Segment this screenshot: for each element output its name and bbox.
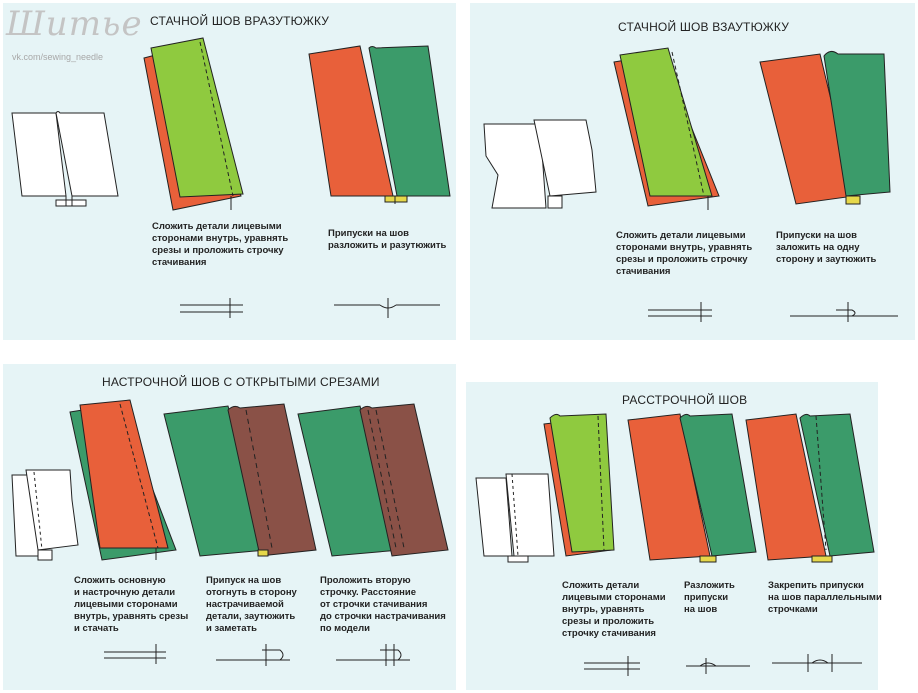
watermark-url: vk.com/sewing_needle: [12, 52, 104, 62]
watermark-logo: Шитье: [6, 4, 143, 44]
p2-section-2: [790, 302, 898, 322]
p4-step2-fabric: [627, 413, 757, 563]
p1-flat-sketch: [11, 111, 119, 207]
p2-step1-fabric: [613, 47, 720, 210]
p4-section-3: [772, 654, 862, 672]
panel2-step1-caption: Сложить детали лицевыми сторонами внутрь…: [616, 230, 753, 277]
p4-step3-fabric: [745, 413, 875, 563]
p1-section-1: [180, 298, 243, 318]
panel4-step1-caption: Сложить детали лицевыми сторонами внутрь…: [562, 580, 666, 639]
panel2-title: СТАЧНОЙ ШОВ ВЗАУТЮЖКУ: [618, 20, 790, 34]
panel3-step1-caption: Сложить основную и настрочную детали лиц…: [74, 575, 189, 634]
panel3-step2-caption: Припуск на шов отогнуть в сторону настра…: [206, 575, 297, 634]
p1-step2-fabric: [308, 45, 451, 204]
p4-step1-fabric: [543, 413, 615, 557]
panel3-title: НАСТРОЧНОЙ ШОВ С ОТКРЫТЫМИ СРЕЗАМИ: [102, 375, 380, 389]
p4-flat-sketch: [475, 473, 555, 563]
panel1-step2-caption: Припуски на шов разложить и разутюжить: [328, 228, 447, 251]
p3-section-2: [216, 644, 290, 666]
p3-step3-fabric: [297, 403, 449, 557]
p1-step1-fabric: [143, 37, 244, 211]
p3-step1-fabric: [69, 399, 177, 561]
p4-section-2: [686, 658, 750, 674]
panel1-title: СТАЧНОЙ ШОВ ВРАЗУТЮЖКУ: [150, 14, 330, 28]
panel1-step1-caption: Сложить детали лицевыми сторонами внутрь…: [152, 221, 289, 268]
p1-section-2: [334, 298, 440, 318]
p3-section-1: [104, 644, 166, 664]
p3-section-3: [336, 644, 410, 666]
panel3-step3-caption: Проложить вторую строчку. Расстояние от …: [320, 575, 446, 634]
panel4-title: РАССТРОЧНОЙ ШОВ: [622, 393, 748, 407]
p4-section-1: [584, 656, 640, 676]
panel2-step2-caption: Припуски на шов заложить на одну сторону…: [776, 230, 877, 265]
p3-step2-fabric: [163, 403, 317, 557]
p2-section-1: [648, 302, 712, 322]
p2-flat-sketch: [483, 119, 597, 209]
panel4-step3-caption: Закрепить припуски на шов параллельными …: [768, 580, 882, 615]
p3-flat-sketch: [11, 469, 79, 561]
panel4-step2-caption: Разложить припуски на шов: [684, 580, 735, 615]
p2-step2-fabric: [759, 50, 891, 205]
